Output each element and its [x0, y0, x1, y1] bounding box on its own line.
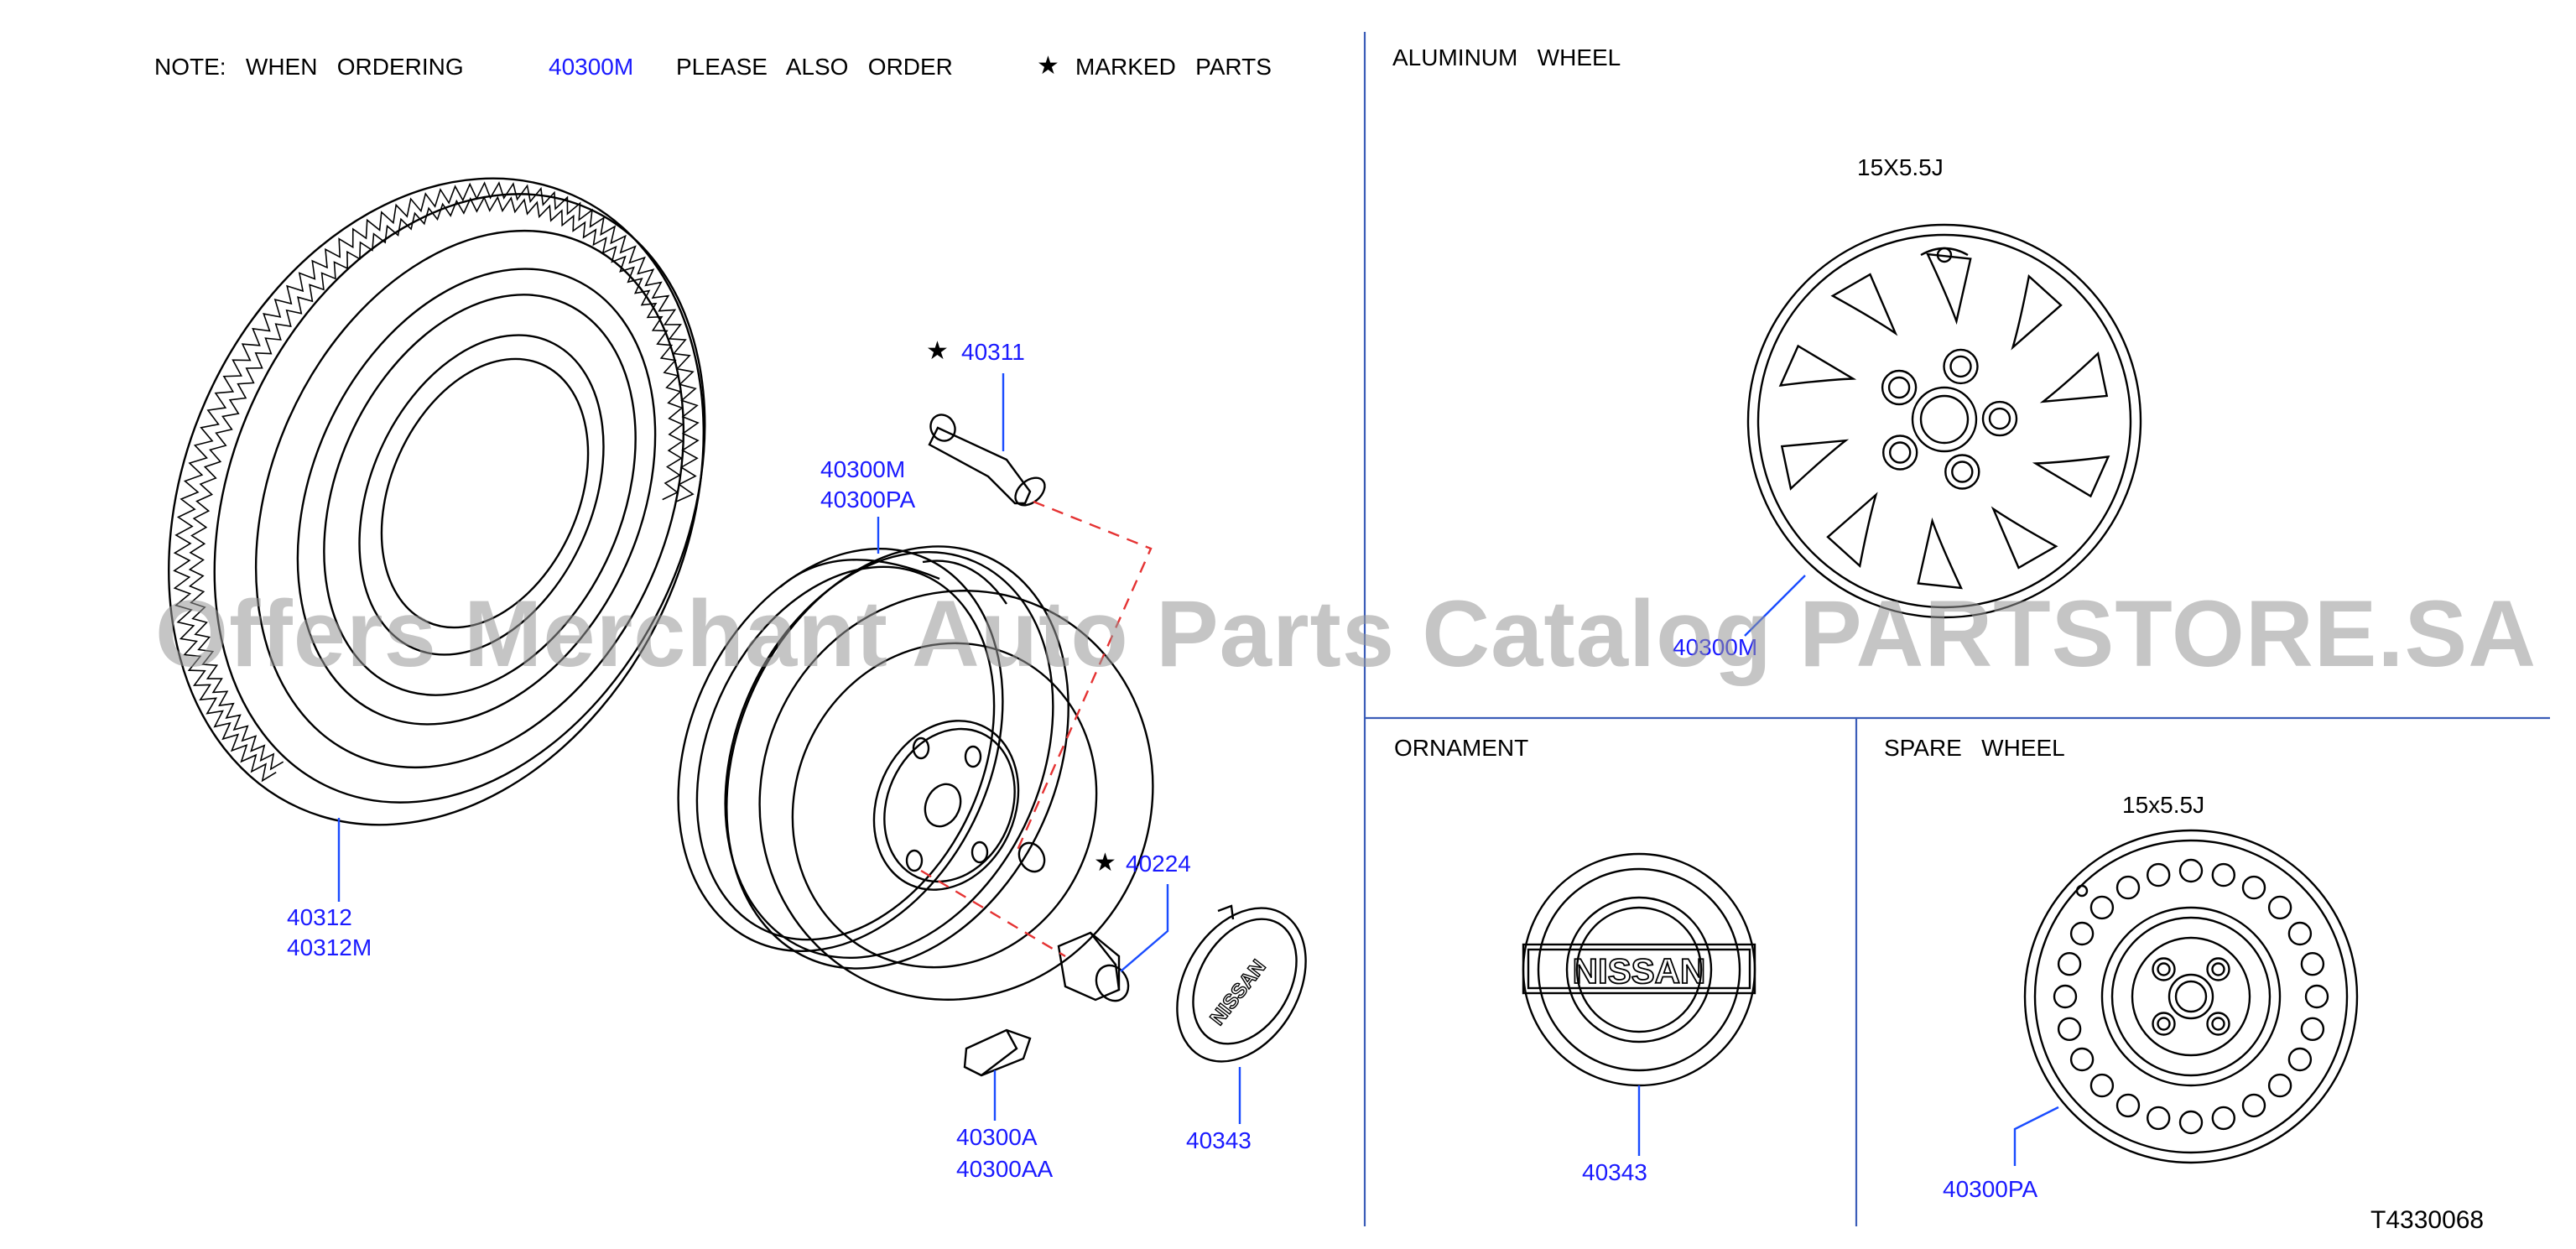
spare-vent-hole: [2300, 1017, 2325, 1042]
spare-vent-hole: [2057, 1017, 2082, 1042]
alloy-lug-hole: [1881, 369, 1918, 406]
alloy-lug-hole: [1949, 355, 1972, 378]
spare-vent-hole: [2089, 1073, 2115, 1098]
nut-star-icon: ★: [1094, 849, 1116, 877]
spare-vent-hole: [2178, 858, 2204, 883]
spare-vent-hole: [2287, 921, 2313, 946]
aluminum-wheel-size: 15X5.5J: [1857, 154, 1944, 180]
alloy-lug-hole: [1951, 461, 1974, 483]
weight-part-link-2[interactable]: 40300AA: [956, 1156, 1054, 1182]
spare-wheel-size: 15x5.5J: [2122, 792, 2205, 818]
spare-vent-hole: [2069, 1047, 2095, 1072]
alloy-spoke-window: [1778, 344, 1857, 387]
spare-vent-hole: [2241, 875, 2266, 900]
spare-vent-hole: [2211, 1106, 2236, 1131]
spare-vent-hole: [2304, 984, 2329, 1009]
spare-wheel-title: SPARE WHEEL: [1884, 735, 2065, 761]
spare-vent-hole: [2089, 895, 2115, 920]
wheel-part-link-1[interactable]: 40300M: [820, 456, 906, 482]
diagram-code: T4330068: [2370, 1206, 2485, 1234]
spare-lug-hole: [2157, 1017, 2171, 1031]
alloy-lug-hole: [1981, 400, 2018, 437]
nut-dashed-line: [920, 869, 1066, 958]
spare-vent-hole: [2115, 875, 2141, 900]
nut-leader: [1120, 884, 1169, 972]
balance-weight-drawing: [963, 1028, 1032, 1077]
ornament-brand-text: NISSAN: [1573, 951, 1706, 991]
valve-dashed-line: [1013, 500, 1153, 856]
tire-drawing: [168, 177, 706, 826]
weight-part-link-1[interactable]: 40300A: [956, 1124, 1038, 1150]
cap-part-link[interactable]: 40343: [1186, 1127, 1252, 1153]
spare-wheel-part-link[interactable]: 40300PA: [1943, 1176, 2038, 1202]
spare-vent-hole: [2146, 862, 2171, 887]
tire-part-link-2[interactable]: 40312M: [287, 934, 372, 960]
tire-part-link-1[interactable]: 40312: [287, 904, 352, 930]
alloy-lug-hole: [1887, 376, 1911, 399]
nut-part-link[interactable]: 40224: [1126, 851, 1191, 877]
spare-vent-hole: [2267, 1073, 2292, 1098]
alloy-lug-hole: [1988, 407, 2011, 430]
alloy-spoke-window: [1917, 517, 1963, 590]
spare-vent-hole: [2287, 1047, 2313, 1072]
note-star-icon: ★: [1037, 52, 1059, 80]
alloy-spoke-window: [1826, 492, 1878, 569]
spare-lug-hole: [2157, 962, 2171, 976]
alloy-lug-hole: [1943, 348, 1979, 385]
note-prefix: NOTE: WHEN ORDERING: [154, 54, 464, 80]
spare-vent-hole: [2115, 1093, 2141, 1118]
note-middle: PLEASE ALSO ORDER: [676, 54, 953, 80]
cap-brand-text: NISSAN: [1206, 955, 1271, 1029]
note-part-link[interactable]: 40300M: [549, 54, 634, 80]
valve-part-link[interactable]: 40311: [961, 339, 1025, 365]
spare-lug-hole: [2152, 1012, 2176, 1036]
spare-lug-hole: [2206, 957, 2230, 981]
valve-stem-drawing: [928, 414, 1046, 507]
alloy-spoke-window: [2032, 455, 2110, 498]
alloy-spoke-window: [2039, 351, 2109, 403]
alloy-spoke-window: [2011, 273, 2063, 351]
center-cap-drawing: NISSAN: [1176, 904, 1307, 1063]
spare-vent-hole: [2300, 951, 2325, 976]
alloy-lug-hole: [1888, 441, 1912, 464]
wheel-part-link-2[interactable]: 40300PA: [820, 487, 916, 513]
ornament-title: ORNAMENT: [1394, 735, 1529, 761]
spare-wheel-leader: [2013, 1106, 2059, 1166]
watermark: Offers Merchant Auto Parts Catalog PARTS…: [155, 581, 2537, 686]
spare-vent-hole: [2053, 984, 2078, 1009]
ornament-part-link[interactable]: 40343: [1582, 1159, 1647, 1185]
alloy-lug-hole: [1944, 454, 1980, 490]
aluminum-wheel-title: ALUMINUM WHEEL: [1392, 44, 1621, 70]
alloy-spoke-window: [1926, 252, 1972, 325]
spare-lug-hole: [2152, 957, 2176, 981]
aluminum-wheel-part-link[interactable]: 40300M: [1673, 634, 1758, 660]
wheel-drawing: [677, 545, 1154, 1001]
valve-star-icon: ★: [926, 337, 949, 365]
ornament-drawing: NISSAN: [1522, 852, 1756, 1087]
spare-lug-hole: [2206, 1012, 2230, 1036]
lug-nut-drawing: [1057, 931, 1130, 1002]
spare-lug-hole: [2211, 962, 2225, 976]
spare-vent-hole: [2267, 895, 2292, 920]
spare-vent-hole: [2057, 951, 2082, 976]
alloy-spoke-window: [1830, 273, 1898, 336]
spare-vent-hole: [2146, 1106, 2171, 1131]
spare-vent-hole: [2241, 1093, 2266, 1118]
spare-vent-hole: [2069, 921, 2095, 946]
alloy-spoke-window: [1991, 506, 2058, 570]
spare-lug-hole: [2211, 1017, 2225, 1031]
spare-vent-hole: [2211, 862, 2236, 887]
alloy-spoke-window: [1780, 439, 1850, 491]
spare-vent-hole: [2178, 1110, 2204, 1135]
alloy-lug-hole: [1881, 435, 1918, 471]
aluminum-wheel-leader: [1744, 575, 1806, 637]
note-suffix: MARKED PARTS: [1075, 54, 1272, 80]
spare-wheel-drawing: [2023, 829, 2359, 1164]
aluminum-wheel-drawing: [1746, 223, 2142, 619]
